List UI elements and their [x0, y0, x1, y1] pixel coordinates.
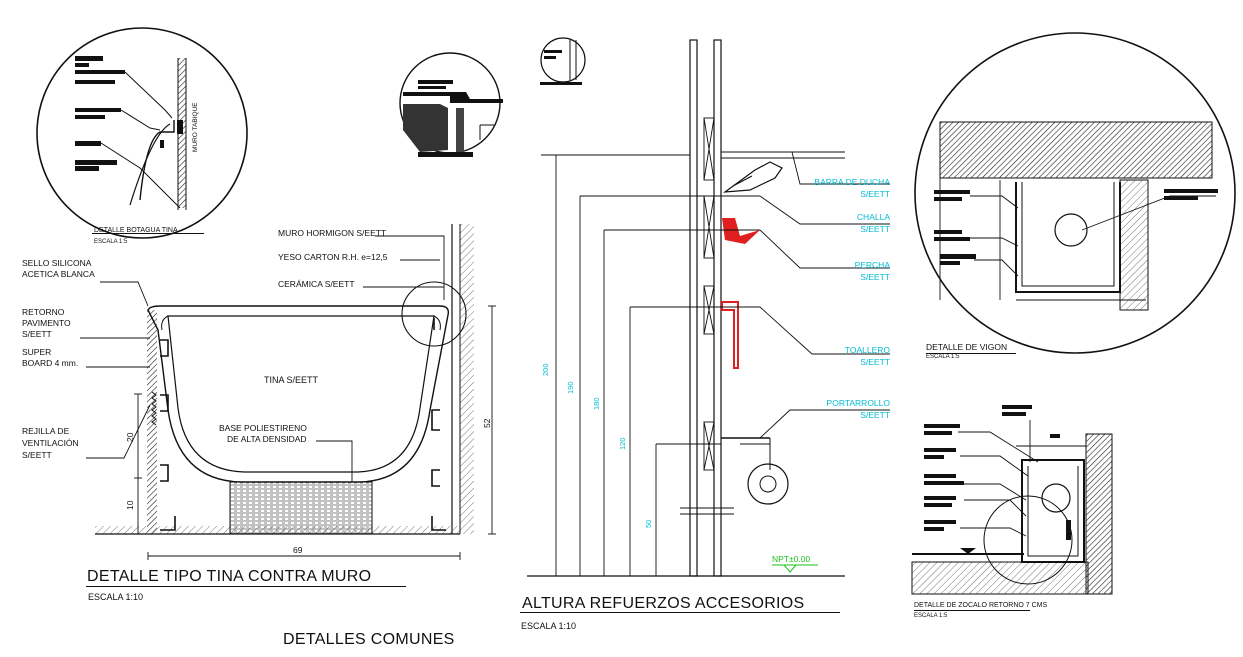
key-circle: [399, 52, 503, 157]
zocalo-detail: [911, 405, 1113, 611]
label-sello-1: SELLO SILICONA: [22, 258, 92, 268]
dim-width: 69: [293, 545, 303, 555]
acc-toallero-l1: TOALLERO: [844, 345, 890, 355]
acc-barra-l1: BARRA DE DUCHA: [814, 177, 890, 187]
label-base-1: BASE POLIESTIRENO: [219, 423, 307, 433]
label-retorno-3: S/EETT: [22, 329, 52, 339]
vigon-detail: [914, 32, 1236, 354]
acc-percha-l2: S/EETT: [860, 272, 890, 282]
botagua-scale: ESCALA 1:5: [94, 239, 128, 245]
sheet-title: DETALLES COMUNES: [283, 631, 455, 648]
accesorios-section: [520, 37, 890, 613]
botagua-title: DETALLE BOTAGUA TINA: [94, 227, 178, 234]
tina-section: [80, 224, 496, 587]
label-retorno-1: RETORNO: [22, 307, 65, 317]
acc-toallero-l2: S/EETT: [860, 357, 890, 367]
dim-height: 52: [482, 418, 492, 428]
height-120: 120: [618, 437, 627, 450]
label-rejilla-3: S/EETT: [22, 450, 52, 460]
label-super-1: SUPER: [22, 347, 52, 357]
acc-portarrollo-l2: S/EETT: [860, 410, 890, 420]
tina-title: DETALLE TIPO TINA CONTRA MURO: [87, 568, 372, 585]
label-ceramica: CERÁMICA S/EETT: [278, 279, 355, 289]
dim-20: 20: [125, 432, 135, 442]
acc-challa-l2: S/EETT: [860, 224, 890, 234]
acc-portarrollo-l1: PORTARROLLO: [826, 398, 890, 408]
vigon-title: DETALLE DE VIGON: [926, 342, 1008, 352]
tina-scale: ESCALA 1:10: [88, 592, 144, 602]
accesorios-title: ALTURA REFUERZOS ACCESORIOS: [522, 595, 805, 612]
label-muro: MURO HORMIGON S/EETT: [278, 228, 387, 238]
height-190: 190: [566, 381, 575, 394]
label-tina: TINA S/EETT: [264, 375, 319, 385]
height-50: 50: [644, 519, 653, 528]
acc-percha-l1: PERCHA: [854, 260, 890, 270]
accesorios-scale: ESCALA 1:10: [521, 621, 577, 631]
zocalo-title: DETALLE DE ZOCALO RETORNO 7 CMS: [914, 602, 1048, 609]
zocalo-scale: ESCALA 1:5: [914, 613, 948, 619]
dim-10: 10: [125, 500, 135, 510]
height-200: 200: [541, 363, 550, 376]
botagua-wall-label: MURO TABIQUE: [192, 102, 199, 152]
acc-challa-l1: CHALLA: [856, 212, 890, 222]
height-180: 180: [592, 397, 601, 410]
label-base-2: DE ALTA DENSIDAD: [227, 434, 307, 444]
label-retorno-2: PAVIMENTO: [22, 318, 71, 328]
botagua-detail: [36, 27, 248, 239]
label-sello-2: ACETICA BLANCA: [22, 269, 95, 279]
acc-barra-l2: S/EETT: [860, 189, 890, 199]
label-rejilla-1: REJILLA DE: [22, 426, 70, 436]
label-yeso: YESO CARTON R.H. e=12,5: [278, 252, 388, 262]
label-rejilla-2: VENTILACIÓN: [22, 438, 79, 448]
npt-label: NPT±0.00: [772, 554, 811, 564]
label-super-2: BOARD 4 mm.: [22, 358, 79, 368]
vigon-scale: ESCALA 1:5: [926, 354, 960, 360]
